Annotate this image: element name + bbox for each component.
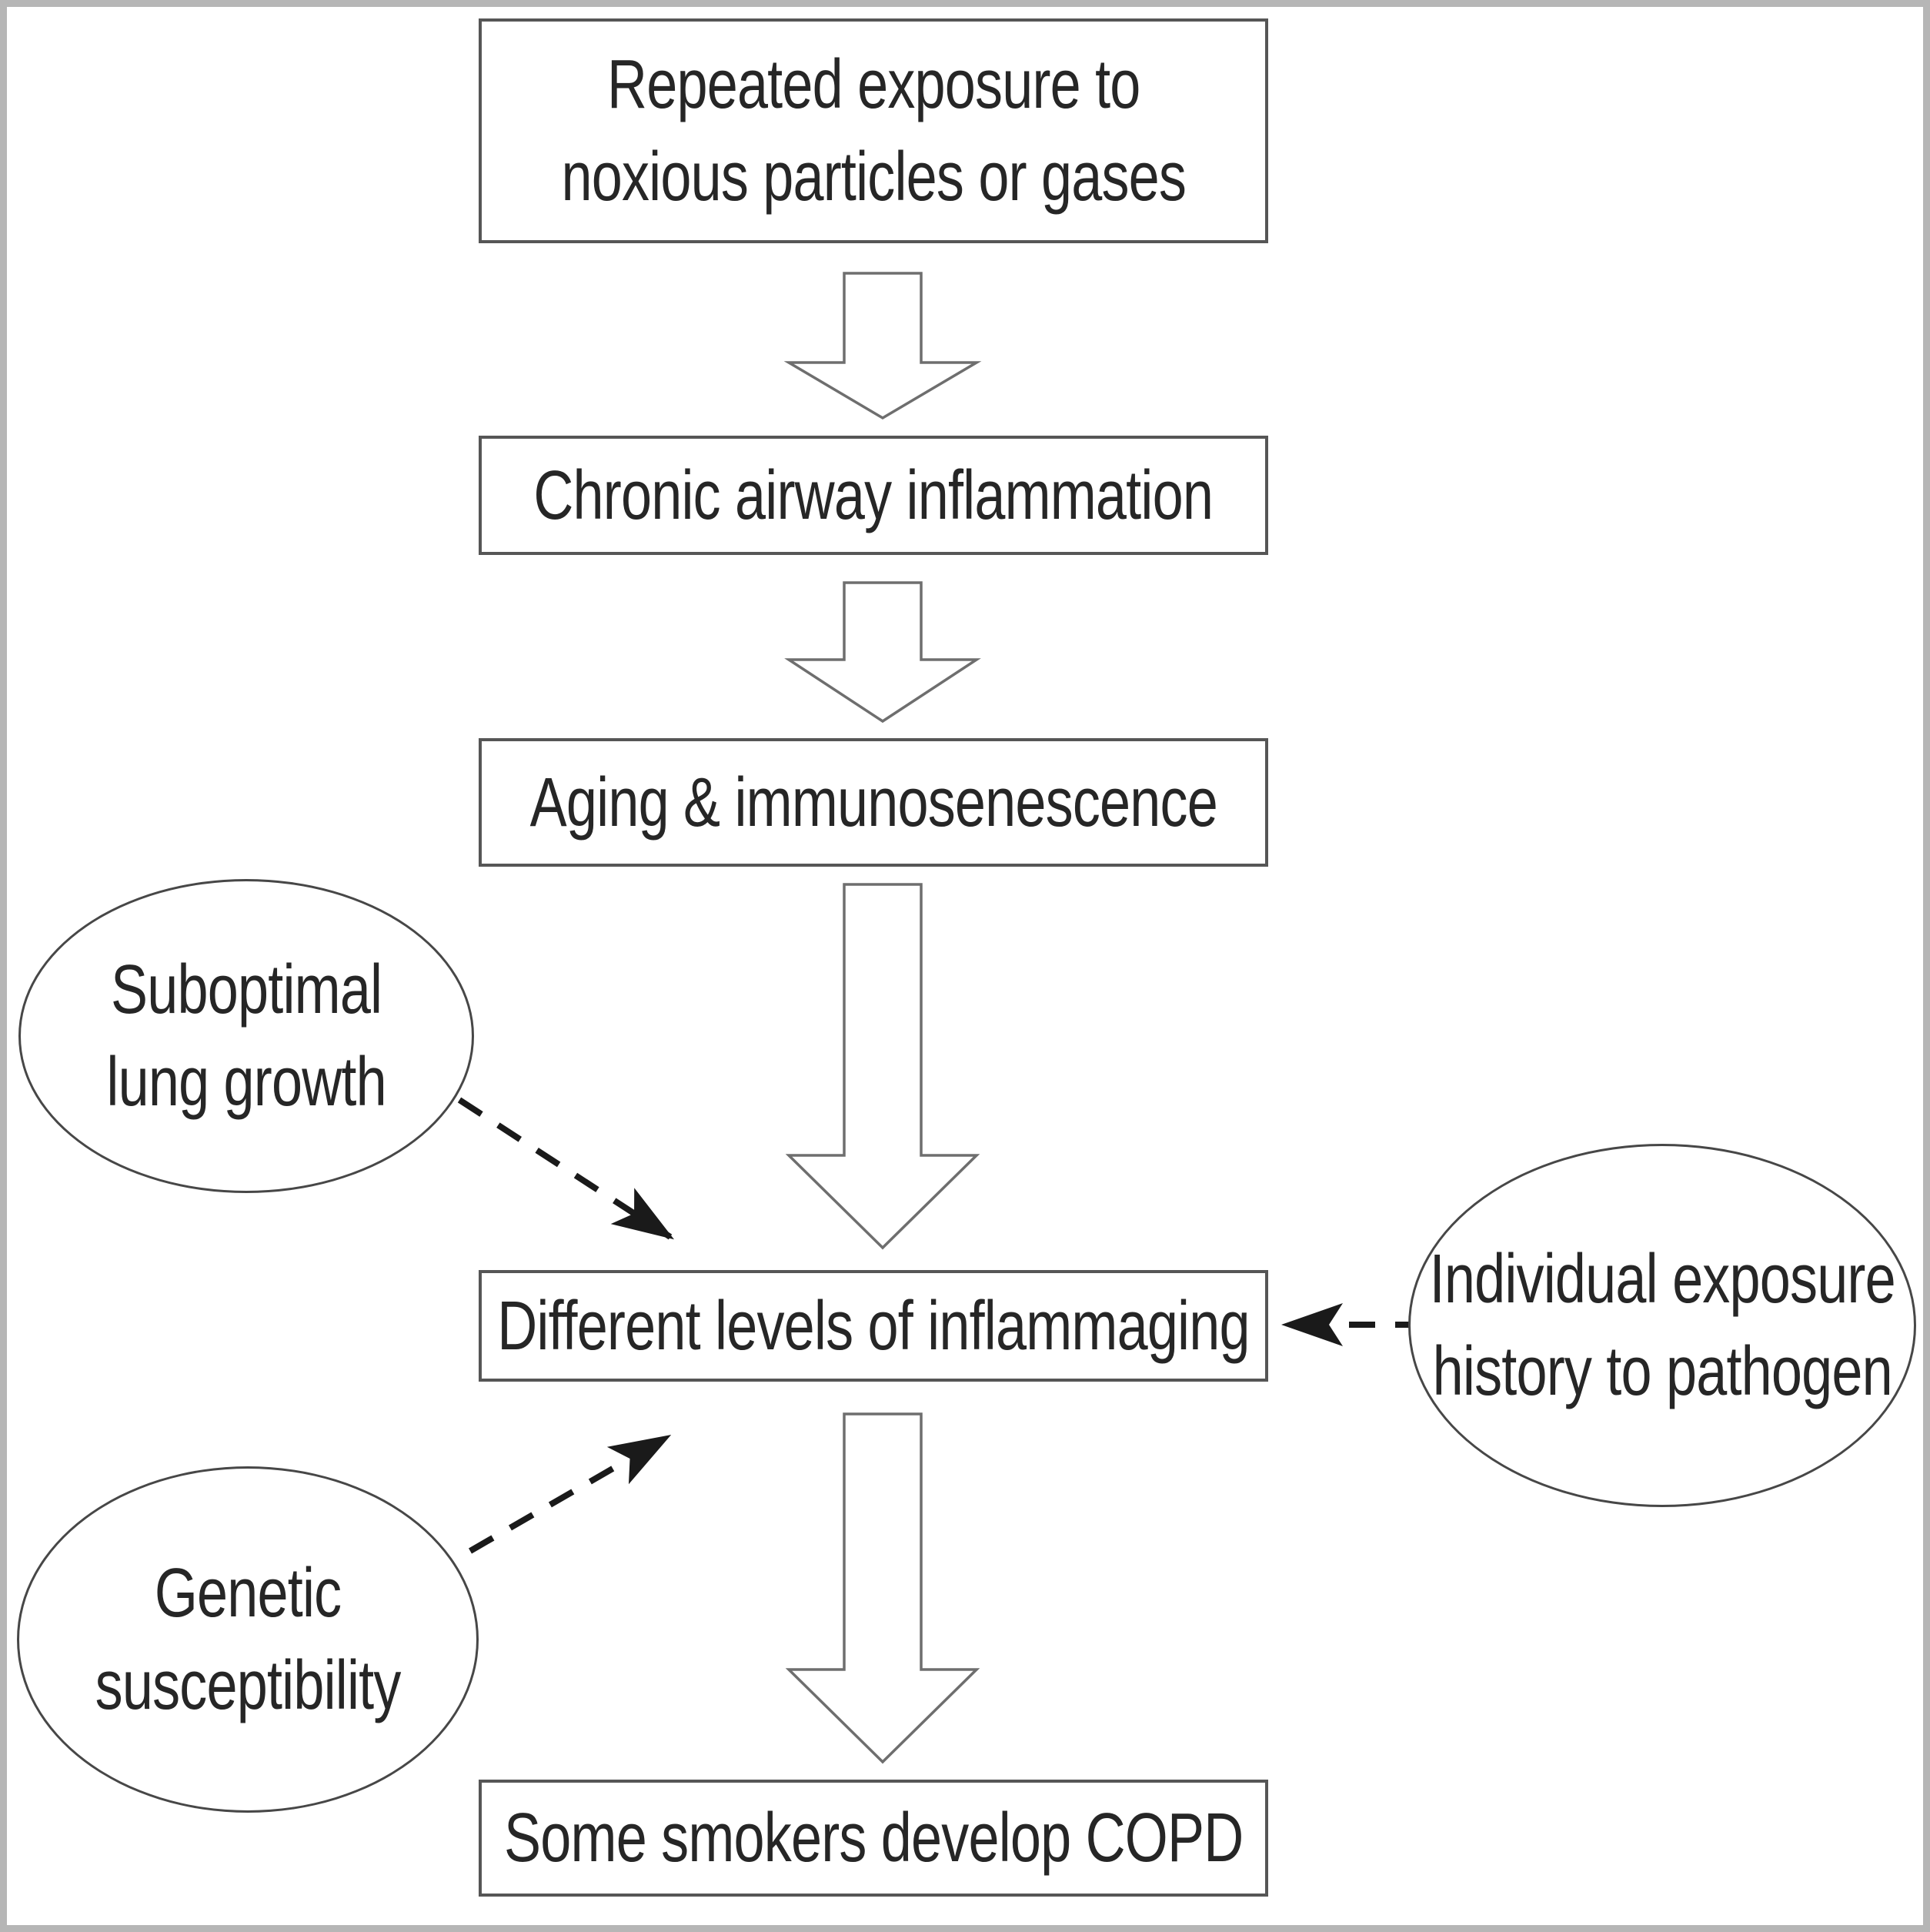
flow-arrow-aging-to-inflammaging-icon	[785, 883, 980, 1250]
label-line: Suboptimal	[110, 951, 382, 1028]
ellipse-genetic-susceptibility: Genetic susceptibility	[17, 1466, 479, 1813]
label-line: susceptibility	[95, 1647, 402, 1724]
node-label: Suboptimal lung growth	[106, 944, 386, 1128]
label-line: lung growth	[106, 1044, 386, 1121]
node-label: Aging & immunosenescence	[529, 757, 1217, 849]
node-repeated-exposure: Repeated exposure to noxious particles o…	[479, 18, 1268, 243]
node-label: Individual exposure history to pathogen	[1429, 1233, 1895, 1418]
label-line: Chronic airway inflammation	[533, 456, 1214, 534]
ellipse-suboptimal-lung-growth: Suboptimal lung growth	[18, 879, 474, 1193]
label-line: noxious particles or gases	[561, 139, 1186, 216]
flow-arrow-exposure-to-inflammation-icon	[783, 272, 982, 420]
node-inflammaging: Different levels of inflammaging	[479, 1270, 1268, 1382]
label-line: Genetic	[154, 1555, 342, 1632]
ellipse-pathogen-exposure-history: Individual exposure history to pathogen	[1408, 1144, 1916, 1507]
flow-arrow-inflammation-to-aging-icon	[784, 581, 981, 724]
node-label: Some smokers develop COPD	[503, 1792, 1244, 1884]
node-aging-immunosenescence: Aging & immunosenescence	[479, 738, 1268, 867]
node-label: Genetic susceptibility	[95, 1547, 402, 1732]
node-copd: Some smokers develop COPD	[479, 1780, 1268, 1897]
label-line: Individual exposure	[1429, 1241, 1895, 1318]
node-label: Chronic airway inflammation	[534, 450, 1214, 542]
node-label: Different levels of inflammaging	[497, 1280, 1250, 1372]
label-line: Aging & immunosenescence	[529, 764, 1217, 841]
dashed-arrow-lung-growth-icon	[457, 1097, 675, 1240]
flow-arrow-inflammaging-to-copd-icon	[785, 1412, 980, 1764]
label-line: history to pathogen	[1432, 1333, 1892, 1410]
label-line: Some smokers develop COPD	[503, 1800, 1244, 1877]
label-line: Repeated exposure to	[606, 46, 1140, 123]
dashed-arrow-genetic-icon	[468, 1434, 672, 1554]
node-label: Repeated exposure to noxious particles o…	[561, 38, 1186, 223]
node-chronic-inflammation: Chronic airway inflammation	[479, 436, 1268, 555]
arrows-layer	[457, 272, 1421, 1764]
label-line: Different levels of inflammaging	[497, 1287, 1250, 1365]
